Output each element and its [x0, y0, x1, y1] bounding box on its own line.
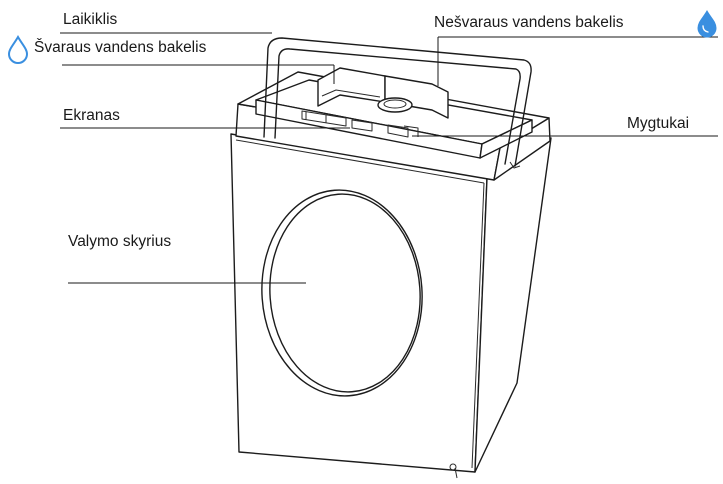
button-right [387, 124, 409, 138]
label-cleaning-chamber: Valymo skyrius [68, 233, 171, 250]
body-front-face [230, 133, 488, 473]
device-illustration [230, 37, 552, 479]
label-dirty-tank: Nešvaraus vandens bakelis [434, 14, 624, 31]
label-dirty-tank-group: Nešvaraus vandens bakelis [434, 9, 717, 38]
body-side-face [474, 137, 552, 473]
label-clean-tank-group: Švaraus vandens bakelis [7, 34, 207, 64]
label-buttons: Mygtukai [627, 115, 689, 132]
leader-lines [60, 32, 718, 284]
water-drop-filled-icon [697, 9, 717, 38]
label-handle: Laikiklis [63, 11, 118, 28]
cleaning-window-outer [261, 189, 423, 397]
button-left [351, 119, 373, 132]
water-drop-outline-icon [7, 34, 29, 64]
display-screen [301, 110, 347, 127]
label-clean-tank: Švaraus vandens bakelis [34, 39, 207, 56]
label-display: Ekranas [63, 107, 120, 124]
cleaning-window-inner [269, 193, 421, 393]
handle [263, 37, 532, 167]
